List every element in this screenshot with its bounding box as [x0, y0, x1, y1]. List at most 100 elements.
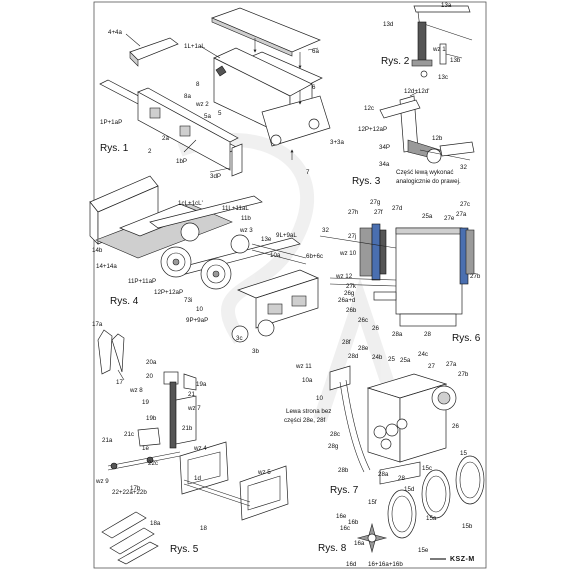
part-label: 20a [146, 359, 157, 366]
rys5-drawing [97, 329, 289, 565]
part-label: 21 [188, 391, 195, 398]
part-label: 28g [328, 443, 339, 450]
part-label: 8a [184, 93, 191, 100]
rys3-drawing [379, 91, 475, 164]
part-label: 17b [130, 485, 141, 492]
figure-title-rys6: Rys. 6 [452, 333, 481, 344]
part-label: wz 4 [193, 445, 207, 452]
rys4-drawing [89, 175, 319, 343]
figure-title-rys4: Rys. 4 [110, 296, 139, 307]
part-label: 28a [392, 331, 403, 338]
part-label: wz 3 [239, 227, 253, 234]
part-label: 3dP [210, 173, 221, 180]
part-label: 28 [398, 475, 405, 482]
part-label: 11b [241, 215, 251, 222]
part-label: wz 8 [129, 387, 143, 394]
part-label: 16e [336, 513, 347, 520]
part-label: 27h [348, 209, 359, 216]
rys5-labels: 17a 17 20a 20 19a wz 8 21 19 wz 7 19b 21… [92, 321, 271, 532]
part-label: 4+4a [108, 29, 122, 36]
part-label: 27c [460, 201, 470, 208]
part-label: 21b [182, 425, 193, 432]
part-label: 11L+11aL [222, 205, 249, 212]
part-label: 22c [148, 460, 158, 467]
part-label: 27f [374, 209, 383, 216]
part-label: 13a [441, 2, 452, 9]
part-label: 9L+9aL [276, 232, 297, 239]
part-label: 27j [348, 233, 356, 240]
part-label: 13c [438, 74, 448, 81]
part-label: 3+3a [330, 139, 344, 146]
part-label: wz 11 [295, 363, 312, 370]
part-label: 15c [422, 465, 432, 472]
part-label: 2a [162, 135, 169, 142]
part-label: 32 [460, 164, 467, 171]
part-label: 21a [102, 437, 113, 444]
part-label: wz 1 [432, 46, 446, 53]
part-label: 16d [346, 561, 357, 568]
part-label: 16c [340, 525, 350, 532]
figure-title-rys1: Rys. 1 [100, 143, 129, 154]
part-label: 13b [450, 57, 461, 64]
part-label: 25a [400, 357, 411, 364]
part-label: 73i [184, 297, 192, 304]
part-label: wz 10 [339, 250, 357, 257]
part-label: 12P+12aP [358, 126, 387, 133]
rys3-labels: 12d+12d' 12c 12P+12aP 12b 34P 34a 32 [358, 88, 467, 171]
part-label: 28 [424, 331, 431, 338]
part-label: 27 [428, 363, 435, 370]
part-label: wz 9 [95, 478, 109, 485]
part-label: 10a [270, 252, 281, 259]
part-label: 25 [388, 356, 395, 363]
part-label: 28c [330, 431, 340, 438]
part-label: 27a [446, 361, 457, 368]
part-label: 16b [348, 519, 359, 526]
rys3-note-line2: analogicznie do prawej. [396, 178, 461, 185]
part-label: 5a [204, 113, 211, 120]
part-label: 2 [148, 148, 152, 155]
rys1-labels: 4+4a 1L+1aL 6a 8 8a wz 2 5a 5 6 1P+1aP 2… [100, 29, 344, 180]
part-label: 13d [383, 21, 394, 28]
part-label: 3c [236, 335, 243, 342]
rys7-note-line1: Lewa strona bez [286, 408, 331, 415]
part-label: 32 [322, 227, 329, 234]
part-label: 9P+9aP [186, 317, 208, 324]
part-label: 28b [338, 467, 349, 474]
rys4-labels: 1cL+1cL' 11L+11aL 11b wz 3 13e 9L+9aL 14… [92, 200, 323, 355]
part-label: 21c [124, 431, 134, 438]
part-label: 19a [196, 381, 207, 388]
part-label: 16a [354, 540, 365, 547]
part-label: 6a [312, 48, 319, 55]
part-label: 26b [346, 307, 357, 314]
part-label: 16+16a+16b [368, 561, 403, 568]
brand-logo: KSZ-M [430, 556, 474, 563]
part-label: 19b [146, 415, 157, 422]
part-label: 27e [444, 215, 455, 222]
part-label: 22+22a+22b [112, 489, 147, 496]
part-label: 17 [116, 379, 123, 386]
part-label: 12P+12aP [154, 289, 183, 296]
rys7-drawing [329, 365, 457, 485]
figure-title-rys5: Rys. 5 [170, 544, 199, 555]
part-label: 10 [316, 395, 323, 402]
part-label: 26 [452, 423, 459, 430]
part-label: 27d [392, 205, 403, 212]
part-label: 28f [342, 339, 351, 346]
part-label: 26g [344, 290, 355, 297]
part-label: 14b [92, 247, 103, 254]
part-label: 7 [306, 169, 310, 176]
part-label: 1L+1aL [184, 43, 205, 50]
part-label: 6b+6c [306, 253, 323, 260]
figure-title-rys8: Rys. 8 [318, 543, 347, 554]
rys6-labels: 27g 27h 27f 27d 25a 27c 27e 27a 27j 32 w… [322, 199, 481, 338]
part-label: 15e [418, 547, 429, 554]
part-label: wz 7 [187, 405, 201, 412]
part-label: 27b [458, 371, 469, 378]
part-label: 34P [379, 144, 390, 151]
rys3-note-line1: Część lewą wykonać [396, 169, 453, 176]
part-label: 24b [372, 354, 383, 361]
part-label: 28d [348, 353, 359, 360]
part-label: 12b [432, 135, 443, 142]
part-label: 18 [200, 525, 207, 532]
